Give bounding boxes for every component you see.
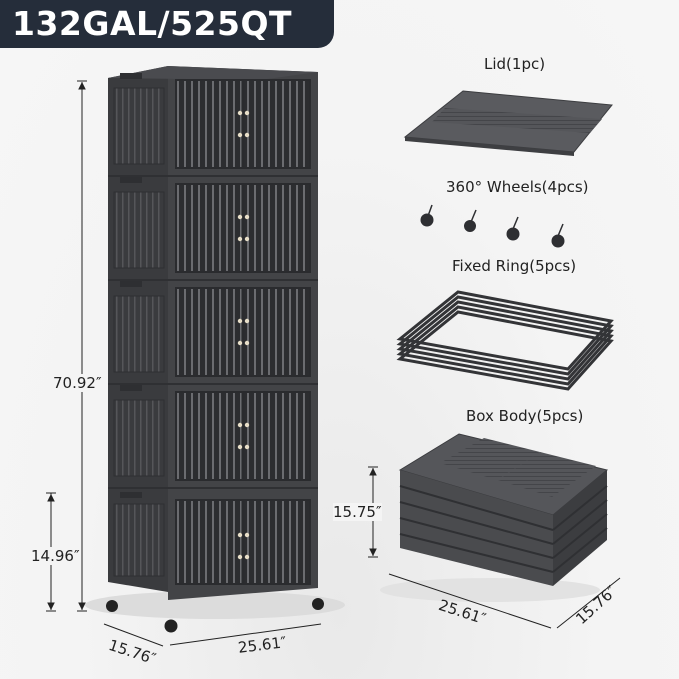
wheels-illustration — [420, 204, 565, 248]
lid-illustration — [403, 90, 613, 156]
label-wheels: 360° Wheels(4pcs) — [446, 178, 589, 196]
fixed-ring-illustration — [396, 290, 614, 391]
folded-box-stack — [380, 433, 609, 602]
dimension-lines-stack — [368, 466, 621, 629]
dimension-height-total: 70.92″ — [53, 374, 102, 392]
dimension-tier-height: 14.96″ — [31, 547, 80, 565]
cabinet-tier-3 — [108, 281, 318, 385]
label-box-body: Box Body(5pcs) — [466, 407, 584, 425]
cabinet-wheels — [106, 598, 324, 633]
dimension-stack-height: 15.75″ — [333, 503, 382, 521]
cabinet-tier-2 — [108, 177, 318, 281]
capacity-badge: 132GAL/525QT — [0, 0, 334, 48]
label-fixed-ring: Fixed Ring(5pcs) — [452, 257, 577, 275]
cabinet-tier-4 — [108, 385, 318, 489]
label-lid: Lid(1pc) — [484, 55, 546, 73]
cabinet-tier-5 — [113, 492, 311, 585]
cabinet-tier-1 — [108, 73, 318, 177]
